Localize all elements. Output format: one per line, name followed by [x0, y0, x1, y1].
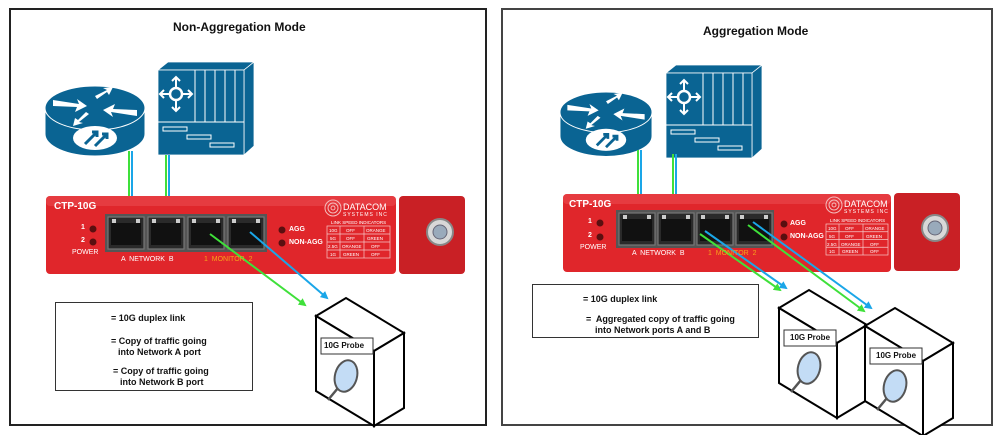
port-network-a [107, 216, 145, 250]
link-speed-table-grid [326, 225, 391, 259]
monitor-ports-label: 1 MONITOR 2 [204, 256, 253, 263]
speed-cell: OFF [845, 226, 854, 231]
speed-cell: OFF [371, 244, 380, 249]
panel-title-aggregation: Aggregation Mode [703, 24, 809, 38]
router-icon [43, 84, 147, 158]
speed-cell: ORANGE [342, 244, 362, 249]
monitor-ports-label: 1 MONITOR 2 [708, 250, 757, 257]
legend-item-network-a-line2: into Network A port [118, 347, 201, 357]
probe-label: 10G Probe [324, 341, 365, 350]
led-agg-icon [278, 226, 286, 234]
aggregated-arrows-monitor-1 [699, 230, 788, 292]
blue-monitor-arrow [249, 231, 329, 300]
led-non-agg-icon [780, 233, 788, 241]
led-agg-icon [780, 220, 788, 228]
port-network-b [657, 212, 695, 246]
legend-item-network-b-line2: into Network B port [120, 377, 204, 387]
power-label: POWER [580, 244, 607, 251]
multilayer-switch-icon [664, 63, 764, 160]
speed-cell: OFF [870, 241, 879, 247]
speed-cell: 2.5G [328, 244, 338, 249]
speed-cell: OFF [845, 234, 854, 239]
legend-item-duplex-link: = 10G duplex link [583, 294, 658, 304]
speed-cell: OFF [371, 252, 380, 257]
speed-cell: 1G [330, 252, 337, 257]
port-network-a [618, 212, 656, 246]
port-monitor-1 [696, 212, 734, 246]
non-agg-label: NON-AGG [790, 233, 824, 240]
brand-subtitle: SYSTEMS INC [844, 209, 889, 215]
speed-cell: OFF [346, 236, 355, 241]
probe-device-icon [314, 296, 406, 428]
brand-subtitle: SYSTEMS INC [343, 212, 388, 218]
led-1-label: 1 [588, 218, 592, 225]
speed-cell: OFF [346, 228, 355, 233]
datacom-logo-icon [825, 196, 843, 214]
link-speed-table-title: LINK SPEED INDICATORS [830, 218, 886, 223]
agg-label: AGG [790, 220, 806, 227]
speed-cell: ORANGE [865, 226, 885, 231]
brand-name: DATACOM [844, 199, 888, 209]
device-model-label: CTP-10G [569, 199, 612, 210]
legend-non-aggregation [55, 302, 253, 391]
device-model-label: CTP-10G [54, 201, 97, 212]
port-monitor-2 [227, 216, 265, 250]
speed-cell: ORANGE [366, 228, 386, 233]
speed-cell: 10G [329, 228, 338, 233]
port-network-b [147, 216, 185, 250]
led-1-label: 1 [81, 224, 85, 231]
led-2-icon [89, 238, 97, 246]
led-1-icon [596, 219, 604, 227]
legend-item-network-a-line1: = Copy of traffic going [111, 336, 207, 346]
legend-item-duplex-link: = 10G duplex link [111, 313, 186, 323]
speed-cell: 1G [829, 249, 836, 254]
aggregated-arrows-monitor-2 [747, 221, 873, 313]
ctp-10g-tap-device [46, 196, 465, 274]
speed-cell: 5G [829, 234, 836, 239]
speed-cell: GREEN [866, 234, 883, 239]
speed-cell: GREEN [367, 236, 384, 241]
speed-cell: 5G [330, 236, 337, 241]
speed-cell: GREEN [842, 249, 859, 254]
router-icon [558, 90, 654, 158]
green-monitor-arrow [209, 233, 307, 307]
legend-aggregation [532, 284, 759, 338]
legend-item-aggregated-line2: into Network ports A and B [595, 325, 711, 335]
agg-label: AGG [289, 226, 305, 233]
speed-cell: OFF [870, 249, 879, 254]
network-ports-label: A NETWORK B [632, 250, 685, 257]
probe-label: 10G Probe [790, 333, 831, 342]
port-monitor-1 [187, 216, 225, 250]
probe-device-icon [863, 306, 955, 435]
power-label: POWER [72, 249, 99, 256]
datacom-logo-icon [324, 199, 342, 217]
speed-cell: 10G [828, 226, 837, 231]
led-2-label: 2 [81, 237, 85, 244]
ctp-10g-tap-device [563, 193, 960, 272]
speed-cell: 2.5G [827, 241, 837, 247]
led-2-label: 2 [588, 232, 592, 239]
legend-item-aggregated-line1: = Aggregated copy of traffic going [586, 314, 735, 324]
panel-title-non-aggregation: Non-Aggregation Mode [173, 20, 306, 34]
brand-name: DATACOM [343, 202, 387, 212]
network-ports-label: A NETWORK B [121, 256, 174, 263]
speed-cell: GREEN [343, 252, 360, 257]
led-2-icon [596, 233, 604, 241]
speed-cell: ORANGE [841, 241, 861, 247]
led-non-agg-icon [278, 239, 286, 247]
led-1-icon [89, 225, 97, 233]
legend-item-network-b-line1: = Copy of traffic going [113, 366, 209, 376]
multilayer-switch-icon [156, 60, 256, 157]
probe-label: 10G Probe [876, 351, 917, 360]
link-speed-table-grid [825, 223, 889, 256]
non-agg-label: NON-AGG [289, 239, 323, 246]
probe-device-icon [777, 288, 869, 420]
link-speed-table-title: LINK SPEED INDICATORS [331, 220, 387, 225]
